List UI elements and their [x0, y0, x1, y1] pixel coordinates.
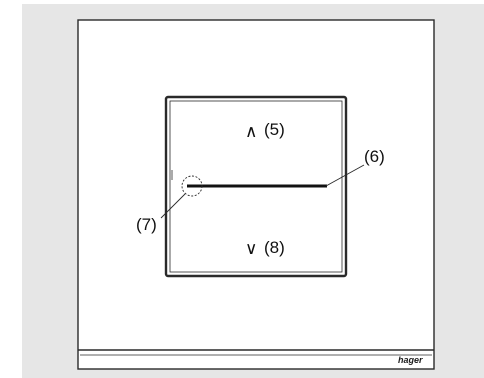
callout-6-leader [325, 164, 365, 187]
rocker-inner-frame [169, 100, 343, 273]
up-arrow-icon: ∧ [245, 122, 257, 141]
led-indicator-circle [181, 175, 203, 197]
callout-8: (8) [264, 238, 285, 257]
brand-logo-text: hager [398, 355, 423, 365]
callout-7-leader [160, 193, 186, 219]
callout-6: (6) [364, 147, 385, 166]
callout-5: (5) [264, 120, 285, 139]
callout-7: (7) [136, 215, 157, 234]
down-arrow-icon: ∨ [245, 239, 257, 258]
